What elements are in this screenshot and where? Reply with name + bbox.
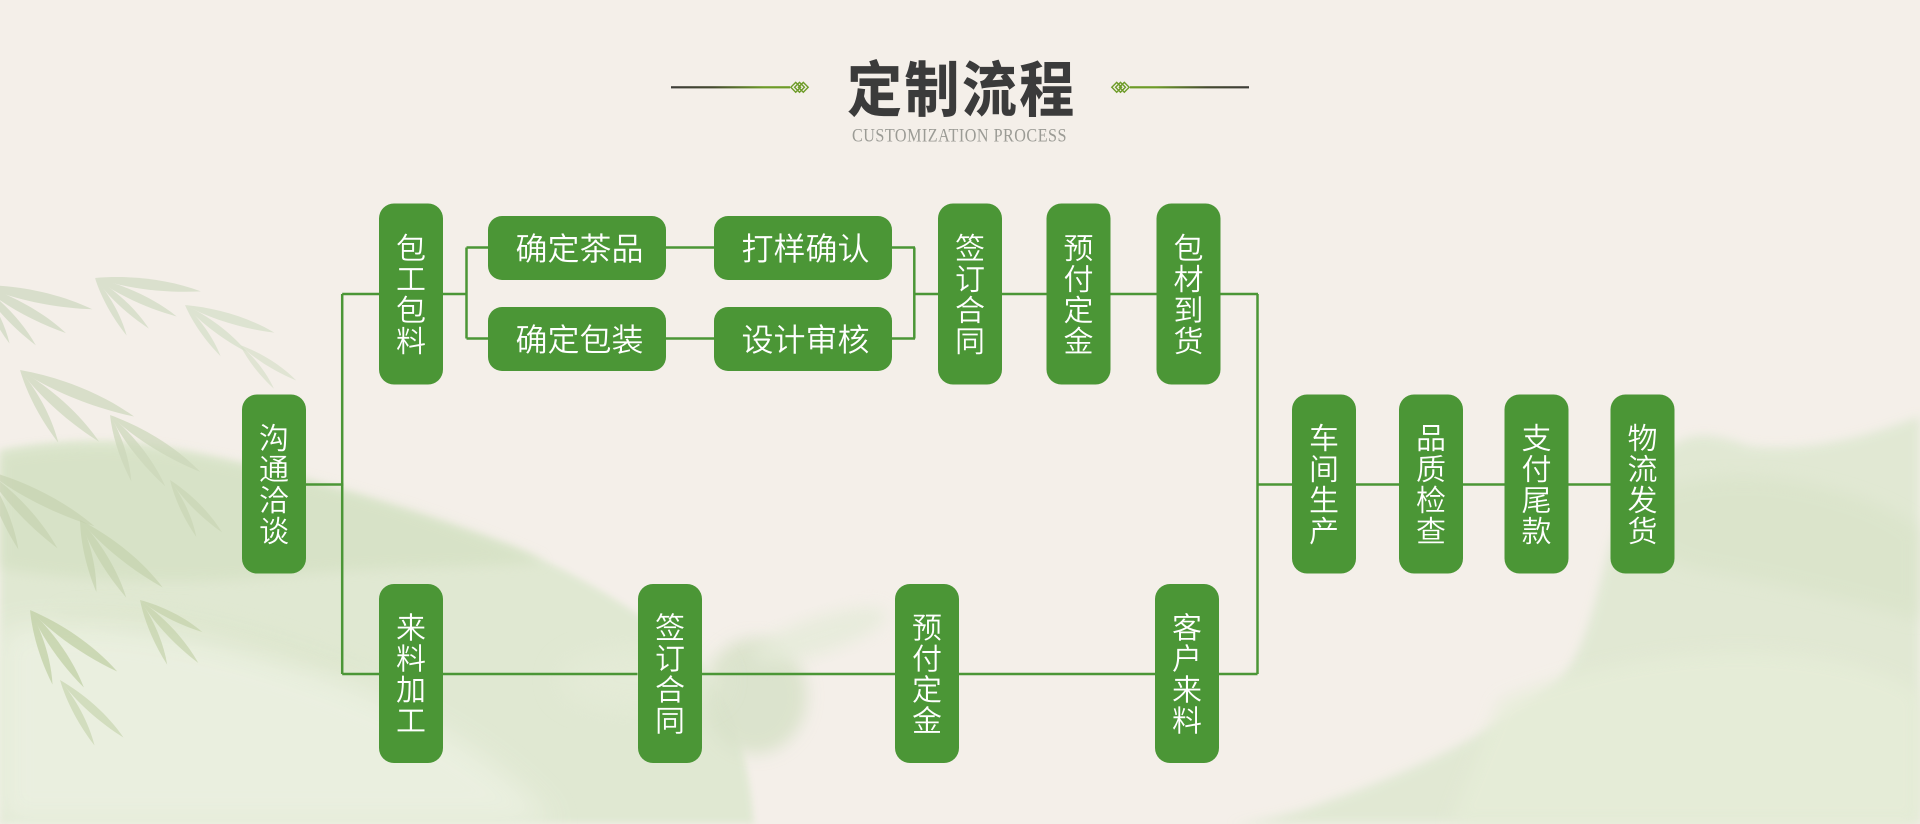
svg-text:CUSTOMIZATION PROCESS: CUSTOMIZATION PROCESS [852, 126, 1067, 147]
